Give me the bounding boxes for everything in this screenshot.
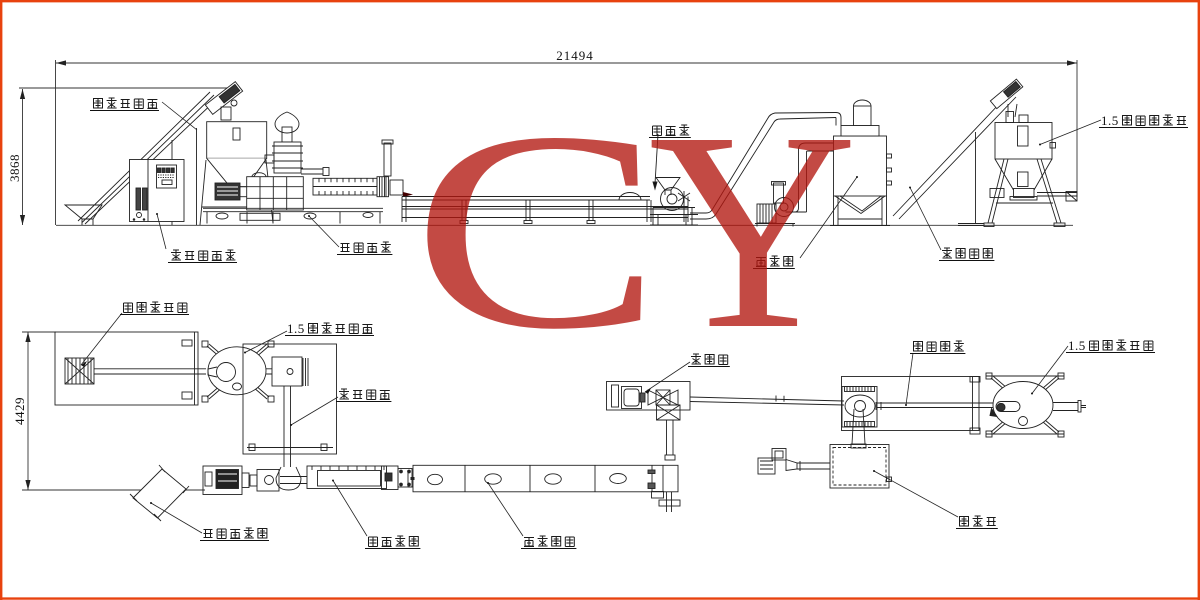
svg-text:4429: 4429	[12, 397, 27, 425]
svg-text:1.5: 1.5	[1101, 113, 1119, 128]
svg-text:1.5: 1.5	[1068, 338, 1086, 353]
svg-text:Y: Y	[648, 74, 857, 389]
svg-text:21494: 21494	[556, 48, 594, 63]
svg-text:3868: 3868	[7, 154, 22, 182]
svg-text:C: C	[412, 73, 662, 387]
svg-text:1.5: 1.5	[287, 321, 305, 336]
